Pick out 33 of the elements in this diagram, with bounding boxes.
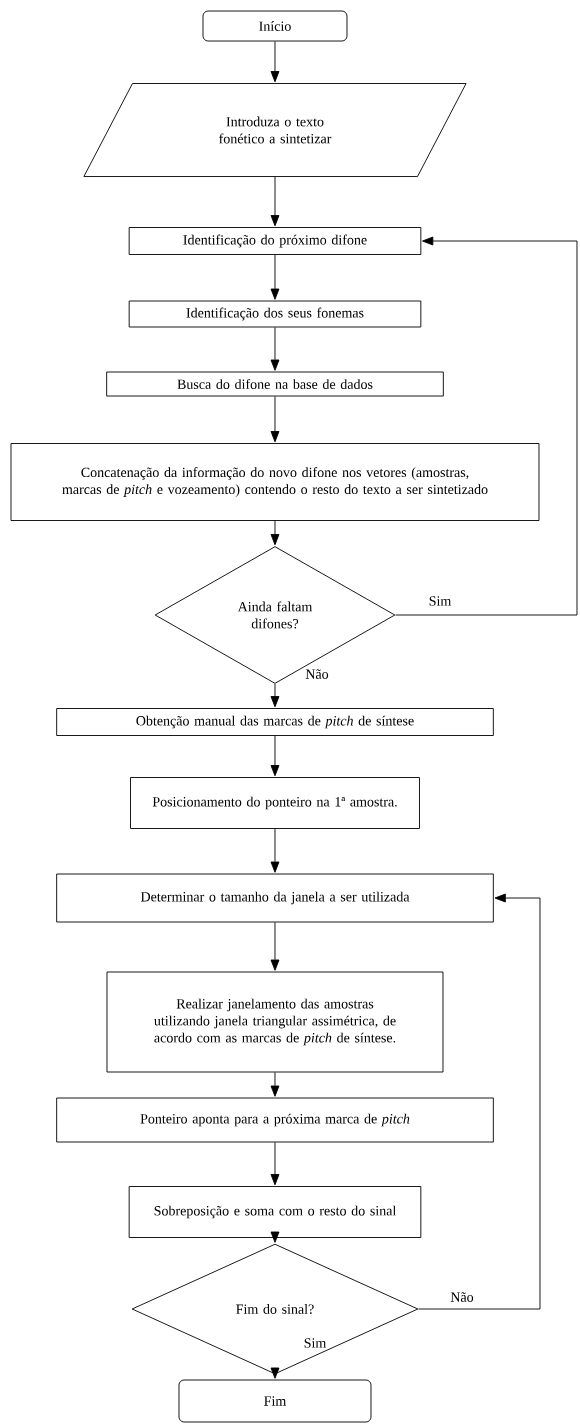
arrow xyxy=(270,828,280,873)
arrow xyxy=(270,254,280,300)
edge-label: Sim xyxy=(302,1337,328,1349)
process-box: Busca do difone na base de dados xyxy=(106,371,444,397)
arrow xyxy=(270,1142,280,1186)
process-box: Determinar o tamanho da janela a ser utilizada xyxy=(56,873,494,923)
edge-label: Não xyxy=(304,668,330,680)
process-box: Sobreposição e soma com o resto do sinal xyxy=(128,1186,422,1238)
arrow xyxy=(270,396,280,443)
end-terminal: Fim xyxy=(178,1379,372,1423)
process-box: Obtenção manual das marcas de pitch de síntese xyxy=(56,708,494,736)
arrow xyxy=(270,176,280,227)
arrow xyxy=(270,1367,280,1379)
process-box: Identificação dos seus fonemas xyxy=(128,300,422,328)
arrow xyxy=(418,893,541,1310)
edge-label: Sim xyxy=(427,595,453,607)
arrow xyxy=(270,683,280,708)
arrow xyxy=(395,236,578,616)
arrow xyxy=(270,41,280,83)
arrow xyxy=(270,327,280,371)
process-box: Ponteiro aponta para a próxima marca de pitch xyxy=(56,1097,494,1143)
edge-label: Não xyxy=(449,1291,475,1303)
process-box: Posicionamento do ponteiro na 1ª amostra. xyxy=(130,777,420,829)
input-parallelogram: Introduza o texto fonético a sintetizar xyxy=(83,83,467,177)
arrow xyxy=(270,1072,280,1097)
arrow xyxy=(270,922,280,971)
arrow xyxy=(270,520,280,546)
start-terminal: Início xyxy=(202,10,348,42)
process-box: Realizar janelamento das amostras utilizando janela triangular assimétrica, de acordo com as marcas de pitch de síntese. xyxy=(106,971,444,1073)
process-box: Concatenação da informação do novo difone nos vetores (amostras, marcas de pitch e vozeamento) contendo o resto do texto a ser sintetizado xyxy=(10,443,540,521)
arrow xyxy=(270,735,280,777)
arrow xyxy=(270,1231,280,1243)
process-box: Identificação do próximo difone xyxy=(128,227,422,255)
